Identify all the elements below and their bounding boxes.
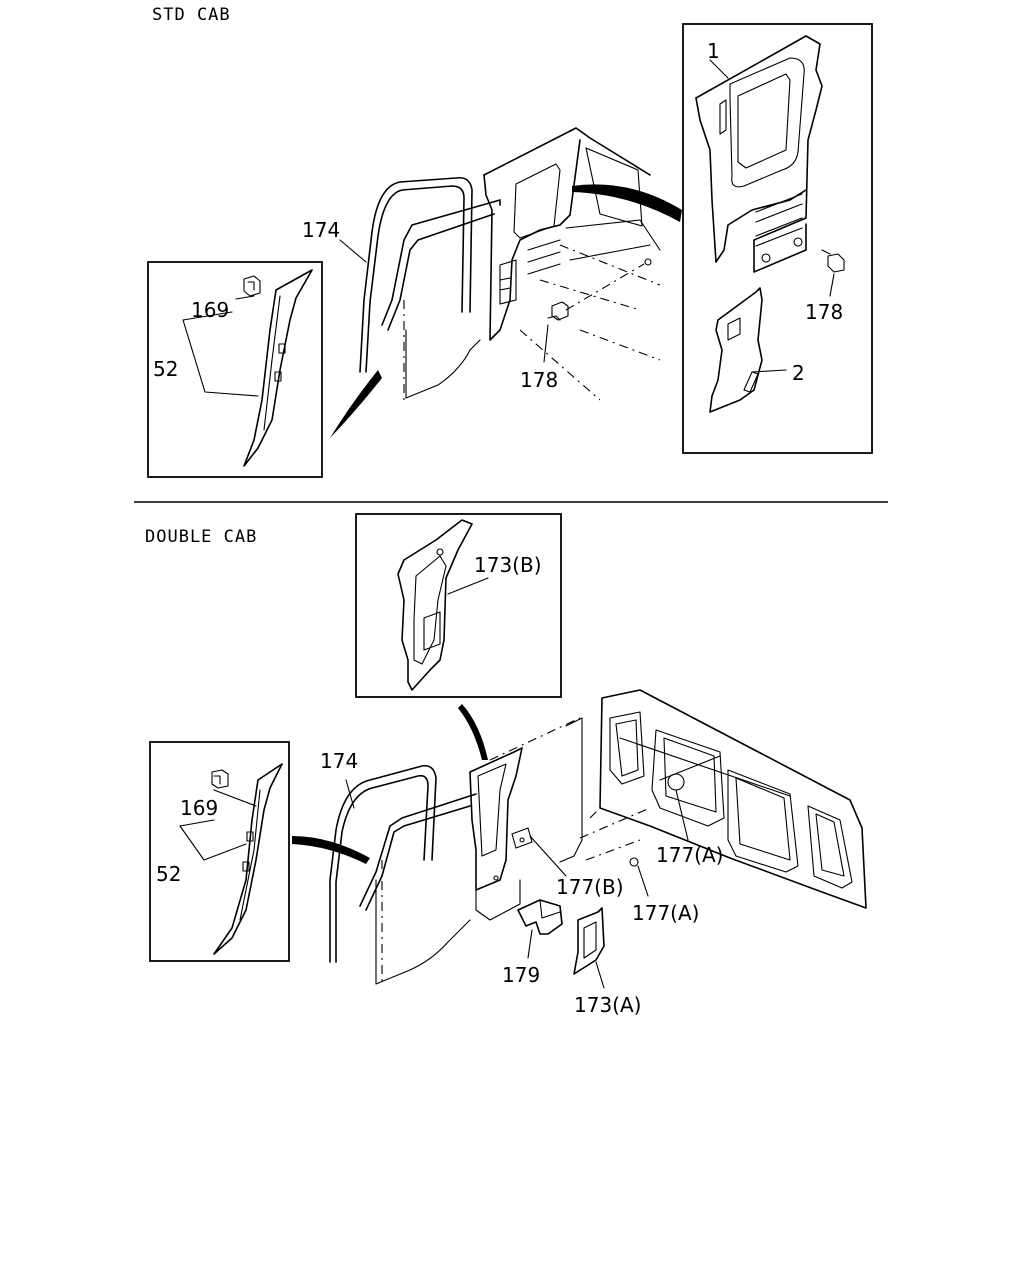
label-52-std: 52: [153, 357, 178, 381]
label-52-dbl: 52: [156, 862, 181, 886]
inset-pillar-173b: [355, 513, 562, 698]
label-177a-upper: 177(A): [656, 843, 723, 867]
section-title-std-cab: STD CAB: [152, 5, 231, 25]
label-169-std: 169: [191, 298, 229, 322]
pointer-arrow-dbl-top: [458, 704, 488, 760]
label-173b: 173(B): [474, 553, 542, 577]
pointer-arrow-std-right: [572, 184, 682, 222]
inset-pillar-trim-dbl: [149, 741, 290, 962]
label-169-dbl: 169: [180, 796, 218, 820]
label-178-inset: 178: [805, 300, 843, 324]
rear-body-panel-dbl: [579, 689, 867, 909]
cab-rear-panel-std: [483, 127, 661, 401]
bracket-179: [517, 899, 563, 959]
label-2: 2: [792, 361, 805, 385]
pointer-arrow-dbl-left: [292, 836, 370, 864]
label-177a-lower: 177(A): [632, 901, 699, 925]
label-179: 179: [502, 963, 540, 987]
label-1: 1: [707, 39, 720, 63]
label-178-main: 178: [520, 368, 558, 392]
clip-177b: [511, 827, 567, 877]
section-title-double-cab: DOUBLE CAB: [145, 527, 257, 547]
inset-rear-panel-std: [682, 23, 873, 454]
trim-173a: [573, 907, 605, 989]
door-opening-dbl: [359, 793, 477, 985]
inset-pillar-trim-std: [147, 261, 323, 478]
label-174-dbl: 174: [320, 749, 358, 773]
label-174-std: 174: [302, 218, 340, 242]
weatherstrip-174-std: [339, 176, 473, 373]
label-173a: 173(A): [574, 993, 641, 1017]
door-opening-std: [381, 199, 501, 400]
weatherstrip-174-dbl: [329, 764, 437, 963]
label-177b: 177(B): [556, 875, 624, 899]
pointer-arrow-std-left: [330, 370, 382, 438]
clip-178-main: [543, 263, 645, 363]
center-pillar-dbl: [469, 717, 583, 921]
